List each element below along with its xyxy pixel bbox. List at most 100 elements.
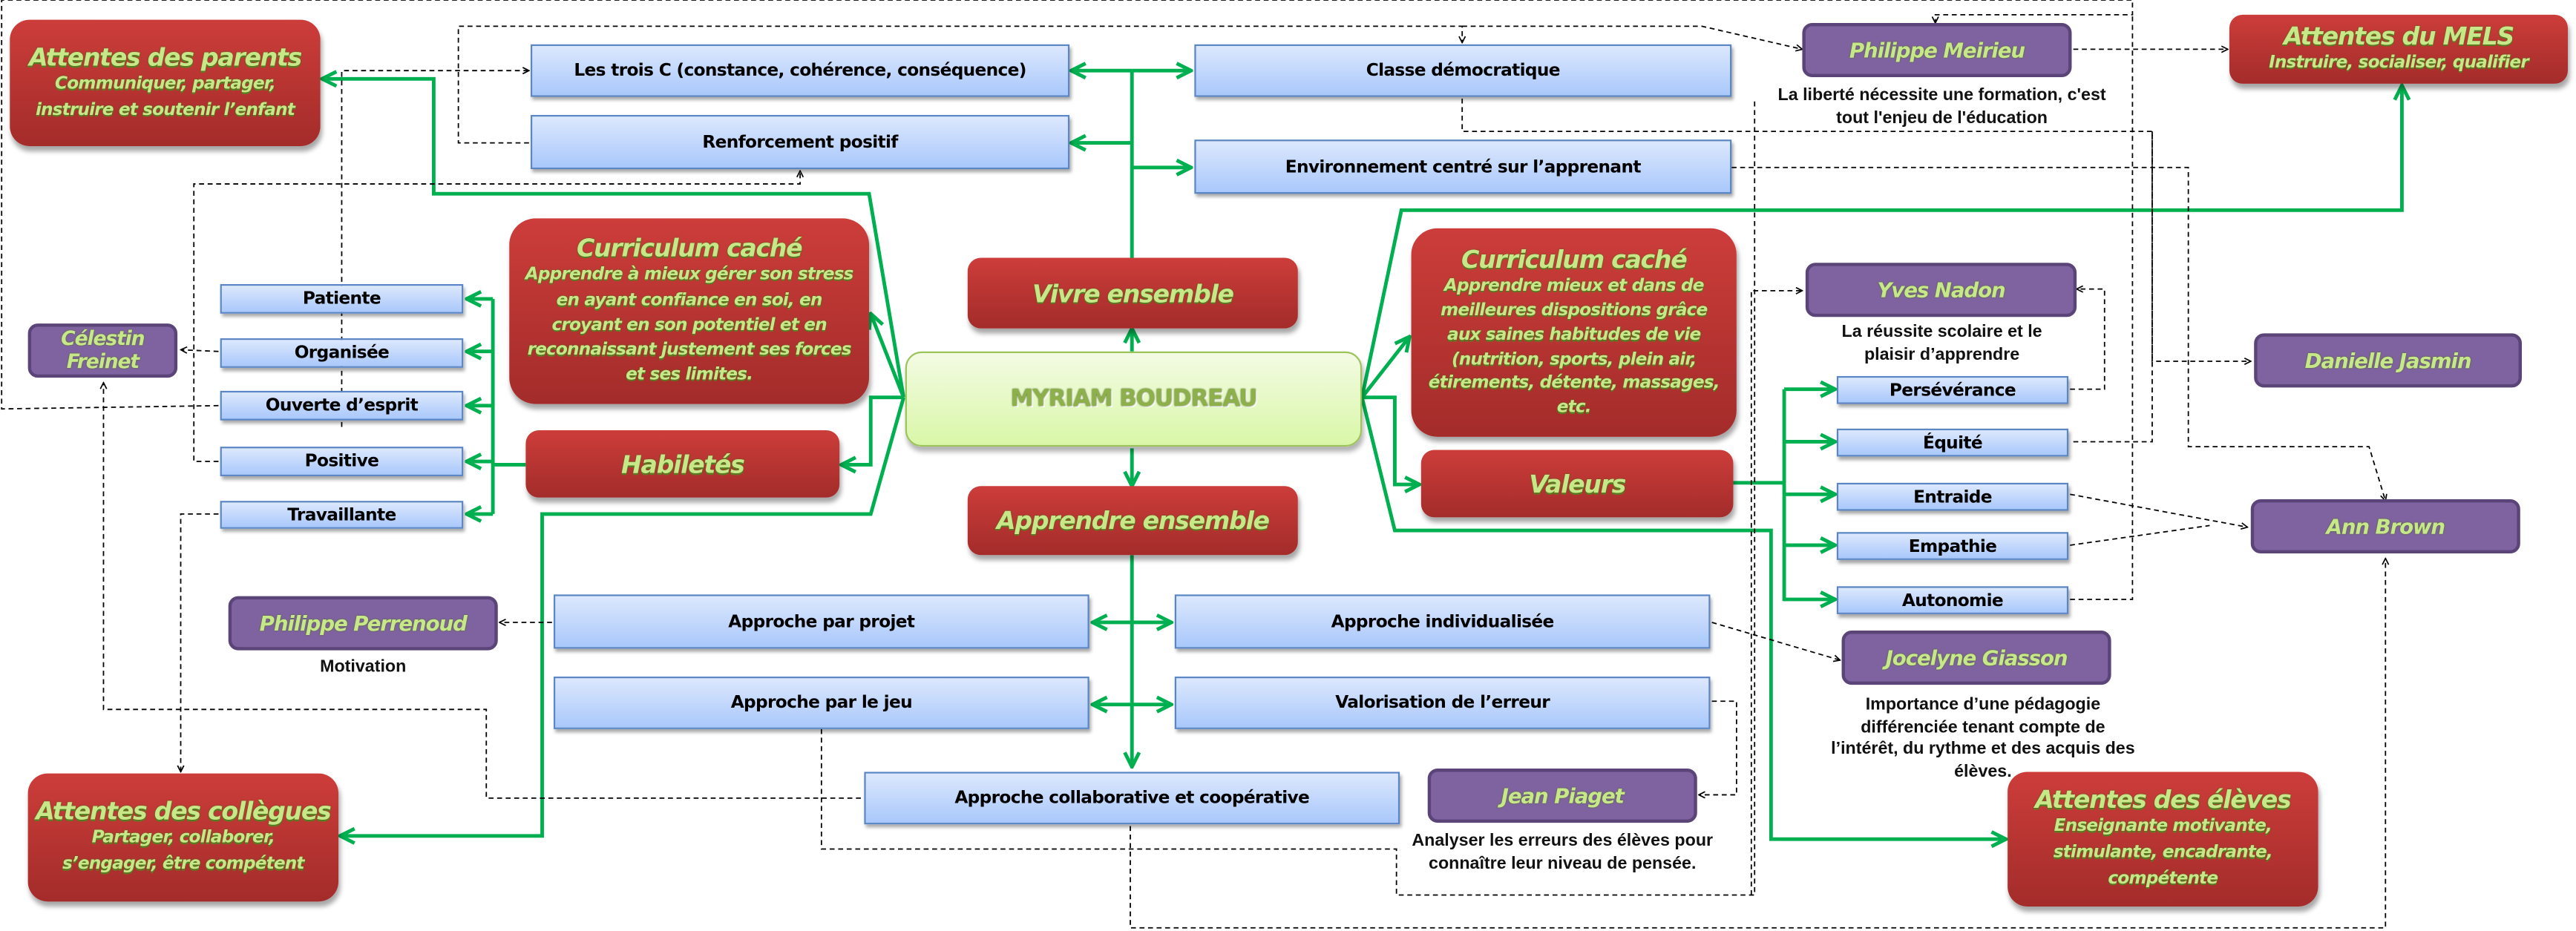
mels-expectations-title: Attentes du MELS (2283, 22, 2514, 51)
author-giasson-note: Importance d’une pédagogie différenciée … (1831, 694, 2135, 782)
author-giasson[interactable]: Jocelyne Giasson (1841, 631, 2111, 685)
dash-empathie-brown (2070, 524, 2210, 546)
item-approche-jeu-label: Approche par le jeu (730, 693, 913, 713)
item-trois-c-label: Les trois C (constance, cohérence, consé… (574, 60, 1026, 81)
hub-valeurs[interactable]: Valeurs (1420, 450, 1734, 518)
item-renforcement-positif-label: Renforcement positif (702, 132, 898, 152)
author-jasmin[interactable]: Danielle Jasmin (2254, 333, 2523, 388)
item-approche-jeu[interactable]: Approche par le jeu (554, 677, 1089, 729)
value-perseverance-label: Persévérance (1889, 380, 2016, 401)
author-nadon-name: Yves Nadon (1877, 277, 2005, 303)
value-entraide[interactable]: Entraide (1836, 482, 2069, 511)
mels-expectations-text: Instruire, socialiser, qualifier (2269, 53, 2529, 73)
hub-apprendre-ensemble[interactable]: Apprendre ensemble (967, 486, 1298, 556)
author-perrenoud-name: Philippe Perrenoud (259, 611, 468, 636)
author-nadon-note: La réussite scolaire et le plaisir d’app… (1841, 321, 2042, 364)
item-environnement-apprenant-label: Environnement centré sur l’apprenant (1285, 157, 1642, 177)
author-piaget-name: Jean Piaget (1501, 783, 1625, 809)
students-expectations[interactable]: Attentes des élèves Enseignante motivant… (2008, 772, 2318, 907)
parents-expectations[interactable]: Attentes des parents Communiquer, partag… (10, 19, 321, 147)
skill-organisee[interactable]: Organisée (220, 338, 464, 368)
hub-vivre-ensemble[interactable]: Vivre ensemble (967, 257, 1298, 329)
author-meirieu-name: Philippe Meirieu (1849, 37, 2025, 63)
item-renforcement-positif[interactable]: Renforcement positif (531, 114, 1070, 170)
students-expectations-text: Enseignante motivante, stimulante, encad… (2053, 817, 2273, 889)
item-classe-democratique-label: Classe démocratique (1366, 60, 1561, 81)
author-nadon[interactable]: Yves Nadon (1805, 263, 2077, 318)
center-node[interactable]: MYRIAM BOUDREAU (905, 351, 1363, 447)
value-empathie[interactable]: Empathie (1836, 532, 2069, 560)
skill-positive[interactable]: Positive (220, 447, 464, 476)
hidden-curriculum-right[interactable]: Curriculum caché Apprendre mieux et dans… (1411, 228, 1737, 437)
skill-positive-label: Positive (304, 451, 379, 472)
dash-jeu-piaget (820, 98, 1756, 896)
parents-expectations-text: Communiquer, partager, instruire et sout… (35, 73, 295, 119)
dash-env-brown (1731, 166, 2385, 501)
author-piaget-note: Analyser les erreurs des élèves pour con… (1412, 831, 1714, 873)
value-equite[interactable]: Équité (1836, 428, 2069, 457)
item-approche-individualisee[interactable]: Approche individualisée (1174, 594, 1711, 649)
author-piaget[interactable]: Jean Piaget (1427, 769, 1697, 823)
author-meirieu-note: La liberté nécessite une formation, c'es… (1777, 85, 2106, 128)
dash-renfort-classe (457, 25, 1463, 144)
item-approche-collaborative[interactable]: Approche collaborative et coopérative (864, 772, 1400, 825)
students-expectations-title: Attentes des élèves (2035, 785, 2292, 815)
hub-valeurs-label: Valeurs (1529, 469, 1626, 499)
value-autonomie-label: Autonomie (1901, 590, 2004, 611)
author-brown[interactable]: Ann Brown (2250, 499, 2520, 554)
item-valorisation-erreur-label: Valorisation de l’erreur (1335, 693, 1550, 713)
dash-parents-troisc (341, 70, 528, 427)
hidden-curriculum-left-text: Apprendre à mieux gérer son stress en ay… (525, 265, 854, 385)
item-approche-individualisee-label: Approche individualisée (1331, 611, 1555, 632)
value-perseverance[interactable]: Persévérance (1836, 375, 2069, 404)
dash-travaillante-colleagues (181, 513, 219, 772)
dash-positive-renfort (193, 171, 800, 462)
dash-classe-jasmin (1461, 98, 2251, 361)
skill-organisee-label: Organisée (294, 343, 390, 363)
hidden-curriculum-right-text: Apprendre mieux et dans de meilleures di… (1428, 275, 1720, 418)
link-center-curric-right (1360, 337, 1409, 399)
hidden-curriculum-left-title: Curriculum caché (576, 234, 803, 264)
hub-habiletes[interactable]: Habiletés (525, 430, 840, 498)
dash-frame-nadon (1750, 291, 1803, 895)
dash-classe-meirieu (1462, 25, 1802, 49)
item-trois-c[interactable]: Les trois C (constance, cohérence, consé… (531, 44, 1070, 97)
value-equite-label: Équité (1922, 432, 1983, 453)
value-empathie-label: Empathie (1908, 536, 1997, 556)
author-meirieu[interactable]: Philippe Meirieu (1802, 22, 2072, 78)
skill-ouverte-esprit[interactable]: Ouverte d’esprit (220, 390, 464, 421)
hidden-curriculum-left[interactable]: Curriculum caché Apprendre à mieux gérer… (509, 218, 870, 404)
item-approche-collaborative-label: Approche collaborative et coopérative (954, 788, 1310, 809)
link-center-valeurs (1362, 395, 1419, 484)
dash-entraide-brown (2070, 493, 2247, 527)
skill-travaillante-label: Travaillante (287, 504, 396, 525)
skill-travaillante[interactable]: Travaillante (220, 501, 464, 529)
dash-collab-brown (1130, 559, 2385, 929)
item-environnement-apprenant[interactable]: Environnement centré sur l’apprenant (1194, 139, 1732, 194)
skill-patiente-label: Patiente (302, 289, 381, 309)
mels-expectations[interactable]: Attentes du MELS Instruire, socialiser, … (2229, 14, 2569, 84)
skill-patiente[interactable]: Patiente (220, 283, 464, 314)
link-center-students (1360, 397, 2006, 839)
dash-ouverte-meirieu (1, 0, 2134, 410)
dash-perseverance-nadon (2070, 289, 2105, 390)
item-approche-projet[interactable]: Approche par projet (554, 594, 1089, 649)
item-valorisation-erreur[interactable]: Valorisation de l’erreur (1174, 677, 1711, 729)
author-jasmin-name: Danielle Jasmin (2304, 348, 2472, 373)
center-node-label: MYRIAM BOUDREAU (1010, 386, 1258, 412)
dash-collab-freinet (103, 383, 861, 799)
author-perrenoud-note: Motivation (320, 657, 407, 677)
link-center-colleagues (340, 397, 905, 836)
hidden-curriculum-right-title: Curriculum caché (1461, 244, 1688, 274)
link-center-parents (322, 79, 905, 398)
value-autonomie[interactable]: Autonomie (1836, 586, 2069, 614)
colleagues-expectations[interactable]: Attentes des collègues Partager, collabo… (27, 773, 339, 902)
author-freinet[interactable]: Célestin Freinet (27, 323, 178, 378)
author-brown-name: Ann Brown (2326, 513, 2446, 539)
link-center-habiletes (841, 395, 904, 465)
item-classe-democratique[interactable]: Classe démocratique (1194, 44, 1732, 97)
skill-ouverte-esprit-label: Ouverte d’esprit (265, 395, 419, 416)
author-perrenoud[interactable]: Philippe Perrenoud (228, 596, 498, 651)
